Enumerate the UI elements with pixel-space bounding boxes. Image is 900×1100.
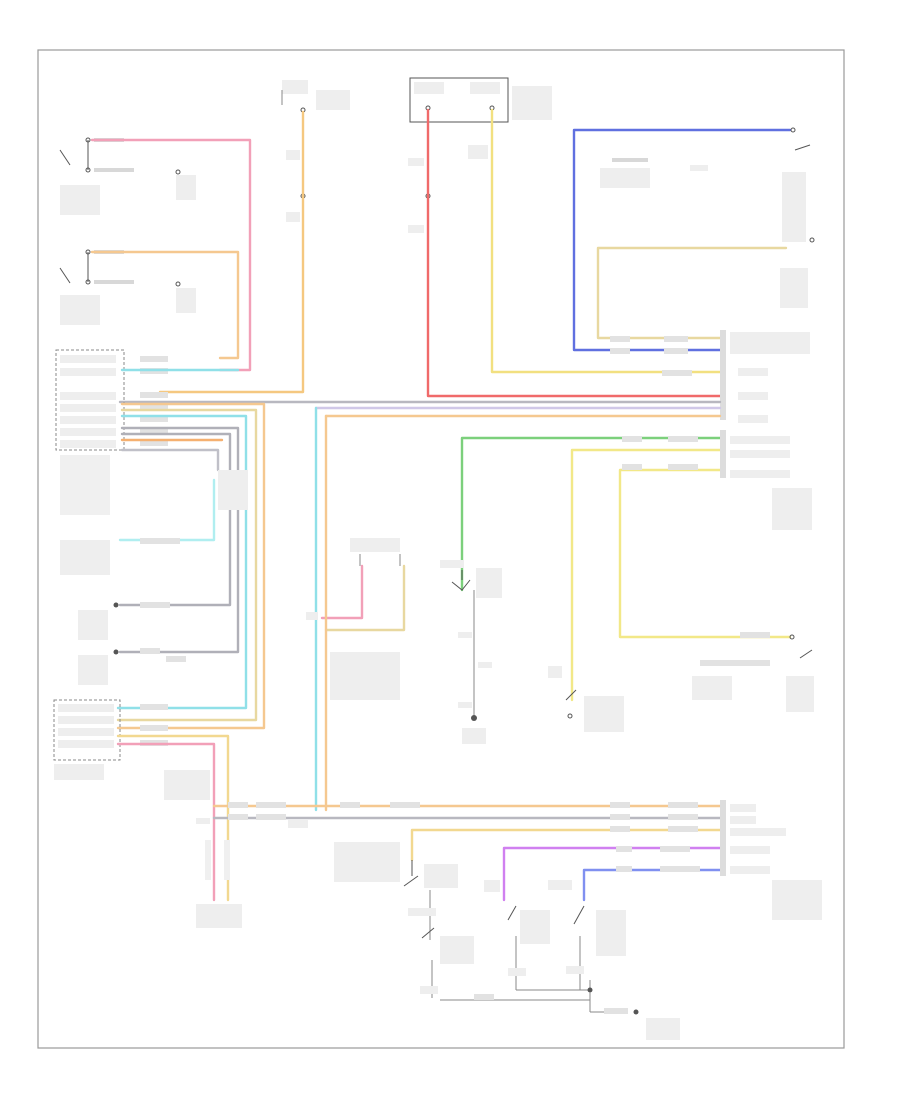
right-connector-upper — [610, 330, 810, 423]
wire-gray-left-5 — [120, 448, 220, 472]
wire-yellow-main — [490, 108, 722, 374]
fuse-block-top-center — [281, 80, 350, 222]
wire-red-main — [426, 108, 722, 398]
left-module-lower — [53, 699, 168, 780]
left-module-upper — [55, 349, 168, 515]
wire-yellow-bus-2 — [570, 448, 722, 702]
wire-orange-left-2 — [116, 402, 266, 730]
wire-tan-right — [596, 246, 788, 340]
wire-tan-left — [116, 408, 258, 722]
wire-yellow-bus-3 — [618, 468, 792, 639]
left-components-mid — [60, 470, 248, 685]
right-connector-middle — [622, 430, 812, 530]
top-left-switch-2 — [59, 249, 196, 325]
wire-cyan-left-2 — [116, 414, 248, 710]
fuse-block-top-right — [408, 77, 552, 233]
wire-yellow-left-lower — [116, 734, 230, 902]
center-ground-module — [306, 612, 400, 700]
wire-gray-left-2 — [118, 426, 240, 654]
diagram-border — [37, 49, 845, 1049]
wire-violet-lower — [502, 846, 722, 902]
wire-tan-center — [324, 564, 406, 632]
wire-pink-top-left — [90, 138, 252, 372]
bottom-left-connector — [164, 770, 308, 928]
right-switch-lower — [692, 632, 814, 712]
center-right-switch — [548, 666, 624, 732]
wire-gray-left-3 — [118, 432, 232, 607]
wire-yellow-orange-center — [158, 110, 305, 394]
wire-yellow-lower-bus — [410, 828, 722, 862]
wire-green-bus — [460, 436, 722, 592]
wire-pink-left-lower — [116, 742, 216, 902]
wire-lightblue-lower — [582, 868, 722, 902]
top-left-switch-1 — [59, 137, 196, 215]
center-switch — [440, 560, 502, 744]
wire-pink-center — [320, 564, 364, 620]
top-right-switch — [600, 127, 815, 243]
wire-cyan-left-4 — [118, 478, 216, 542]
wire-orange-top-left — [90, 250, 240, 360]
bottom-switches — [334, 842, 680, 1040]
center-connector-top — [350, 538, 401, 566]
right-connector-lower — [228, 800, 822, 920]
wire-blue-top-right — [572, 128, 792, 352]
